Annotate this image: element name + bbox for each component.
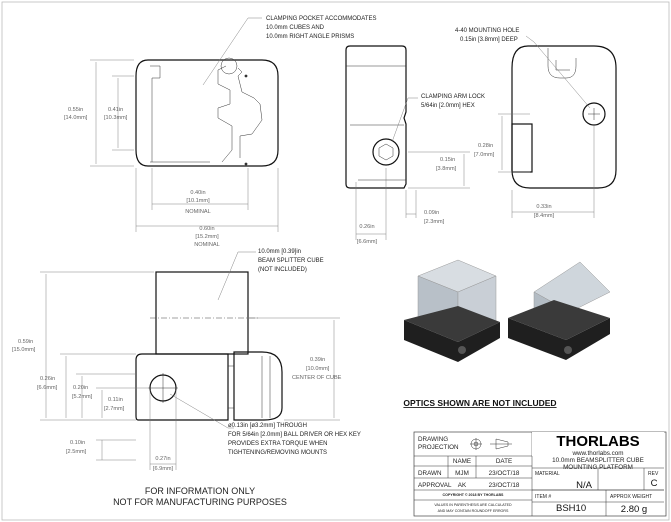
title-block <box>413 431 667 517</box>
dim-015-in: 0.15in <box>440 157 455 163</box>
dim-059-in: 0.59in <box>18 339 33 345</box>
dim-040-in: 0.40in <box>190 190 205 196</box>
dim-033-mm: [8.4mm] <box>534 213 555 219</box>
dim-026-mm: [6.6mm] <box>37 385 58 391</box>
note-cube-3: (NOT INCLUDED) <box>258 267 307 273</box>
note-pocket-3: 10.0mm RIGHT ANGLE PRISMS <box>266 34 354 40</box>
dim-039-in: 0.39in <box>310 357 325 363</box>
disclaimer-1: FOR INFORMATION ONLY <box>145 486 255 496</box>
dim-060-mm: [15.2mm] <box>195 234 219 240</box>
dim-039-mm: [10.0mm] <box>306 366 330 372</box>
material-label: MATERIAL <box>535 471 560 477</box>
dim-009-in: 0.09in <box>424 210 439 216</box>
dim-011-mm: [2.7mm] <box>104 406 125 412</box>
disclaimer-2: NOT FOR MANUFACTURING PURPOSES <box>113 497 287 507</box>
dim-040-mm: [10.1mm] <box>186 198 210 204</box>
note-through-2: FOR 5/64in [2.0mm] BALL DRIVER OR HEX KE… <box>228 432 361 438</box>
optics-note: OPTICS SHOWN ARE NOT INCLUDED <box>403 398 556 408</box>
dim-009-mm: [2.3mm] <box>424 219 445 225</box>
dim-026a-in: 0.26in <box>359 224 374 230</box>
drawn-name: MJM <box>455 470 469 477</box>
render-with-cube <box>404 259 500 362</box>
dim-027-in: 0.27in <box>155 456 170 462</box>
dim-060-in: 0.60in <box>199 226 214 232</box>
copyright: COPYRIGHT © 2018 BY THORLABS <box>443 493 504 497</box>
drawn-label: DRAWN <box>418 470 442 477</box>
dim-020-mm: [5.2mm] <box>72 394 93 400</box>
dim-010-in: 0.10in <box>70 440 85 446</box>
drawing-projection-2: PROJECTION <box>418 444 459 451</box>
item-label: ITEM # <box>535 494 551 500</box>
weight-label: APPROX WEIGHT <box>610 494 652 500</box>
item-value: BSH10 <box>556 503 586 514</box>
dim-059-mm: [15.0mm] <box>12 347 36 353</box>
side-view <box>345 45 407 189</box>
part-title-1: 10.0mm BEAMSPLITTER CUBE <box>552 457 644 464</box>
note-pocket-1: CLAMPING POCKET ACCOMMODATES <box>266 16 376 22</box>
render-with-prism <box>508 261 611 360</box>
header-name: NAME <box>453 458 471 465</box>
note-through-1: ø0.13in [ø3.2mm] THROUGH <box>228 423 307 429</box>
note-mount-hole-1: 4-40 MOUNTING HOLE <box>455 28 519 34</box>
back-view <box>511 45 617 189</box>
dim-026-in: 0.26in <box>40 376 55 382</box>
note-arm-lock-2: 5/64in [2.0mm] HEX <box>421 103 475 109</box>
part-title-2: MOUNTING PLATFORM <box>563 464 633 471</box>
approval-label: APPROVAL <box>418 482 452 489</box>
header-date: DATE <box>496 458 512 465</box>
drawn-date: 23/OCT/18 <box>489 470 520 477</box>
dim-020-in: 0.20in <box>73 385 88 391</box>
dim-010-mm: [2.5mm] <box>66 449 87 455</box>
drawing-projection-1: DRAWING <box>418 436 448 443</box>
weight-value: 2.80 g <box>621 504 647 515</box>
dim-027-mm: [6.9mm] <box>153 466 174 472</box>
assembly-view <box>135 271 283 421</box>
note-mount-hole-2: 0.15in [3.8mm] DEEP <box>460 37 518 43</box>
note-pocket-2: 10.0mm CUBES AND <box>266 25 325 31</box>
front-view <box>135 57 279 167</box>
material-value: N/A <box>576 480 593 491</box>
dim-039-note: CENTER OF CUBE <box>292 375 342 381</box>
dim-041-in: 0.41in <box>108 107 123 113</box>
dim-055-mm: [14.0mm] <box>64 115 88 121</box>
website: www.thorlabs.com <box>571 450 623 457</box>
dim-015-mm: [3.8mm] <box>436 166 457 172</box>
note-cube-1: 10.0mm [0.39]in <box>258 249 301 255</box>
tolerance-note-1: VALUES IN PARENTHESIS ARE CALCULATED <box>434 503 512 507</box>
dim-011-in: 0.11in <box>108 397 123 403</box>
note-cube-2: BEAM SPLITTER CUBE <box>258 258 324 264</box>
dim-026a-mm: [6.6mm] <box>357 239 378 245</box>
dim-041-mm: [10.3mm] <box>104 115 128 121</box>
note-through-4: TIGHTENING/REMOVING MOUNTS <box>228 450 327 456</box>
note-arm-lock-1: CLAMPING ARM LOCK <box>421 94 485 100</box>
dim-033-in: 0.33in <box>536 204 551 210</box>
rev-value: C <box>651 478 658 489</box>
dim-028-mm: [7.0mm] <box>474 152 495 158</box>
dim-040-nominal: NOMINAL <box>185 209 211 215</box>
dim-060-nominal: NOMINAL <box>194 242 220 248</box>
dim-028-in: 0.28in <box>478 143 493 149</box>
approval-name: AK <box>458 482 467 489</box>
approval-date: 23/OCT/18 <box>489 482 520 489</box>
thorlabs-logo: THORLABS <box>556 433 639 450</box>
rev-label: REV <box>648 471 659 477</box>
note-through-3: PROVIDES EXTRA TORQUE WHEN <box>228 441 327 447</box>
tolerance-note-2: AND MAY CONTAIN ROUNDOFF ERRORS <box>438 509 509 513</box>
dim-055-in: 0.55in <box>68 107 83 113</box>
